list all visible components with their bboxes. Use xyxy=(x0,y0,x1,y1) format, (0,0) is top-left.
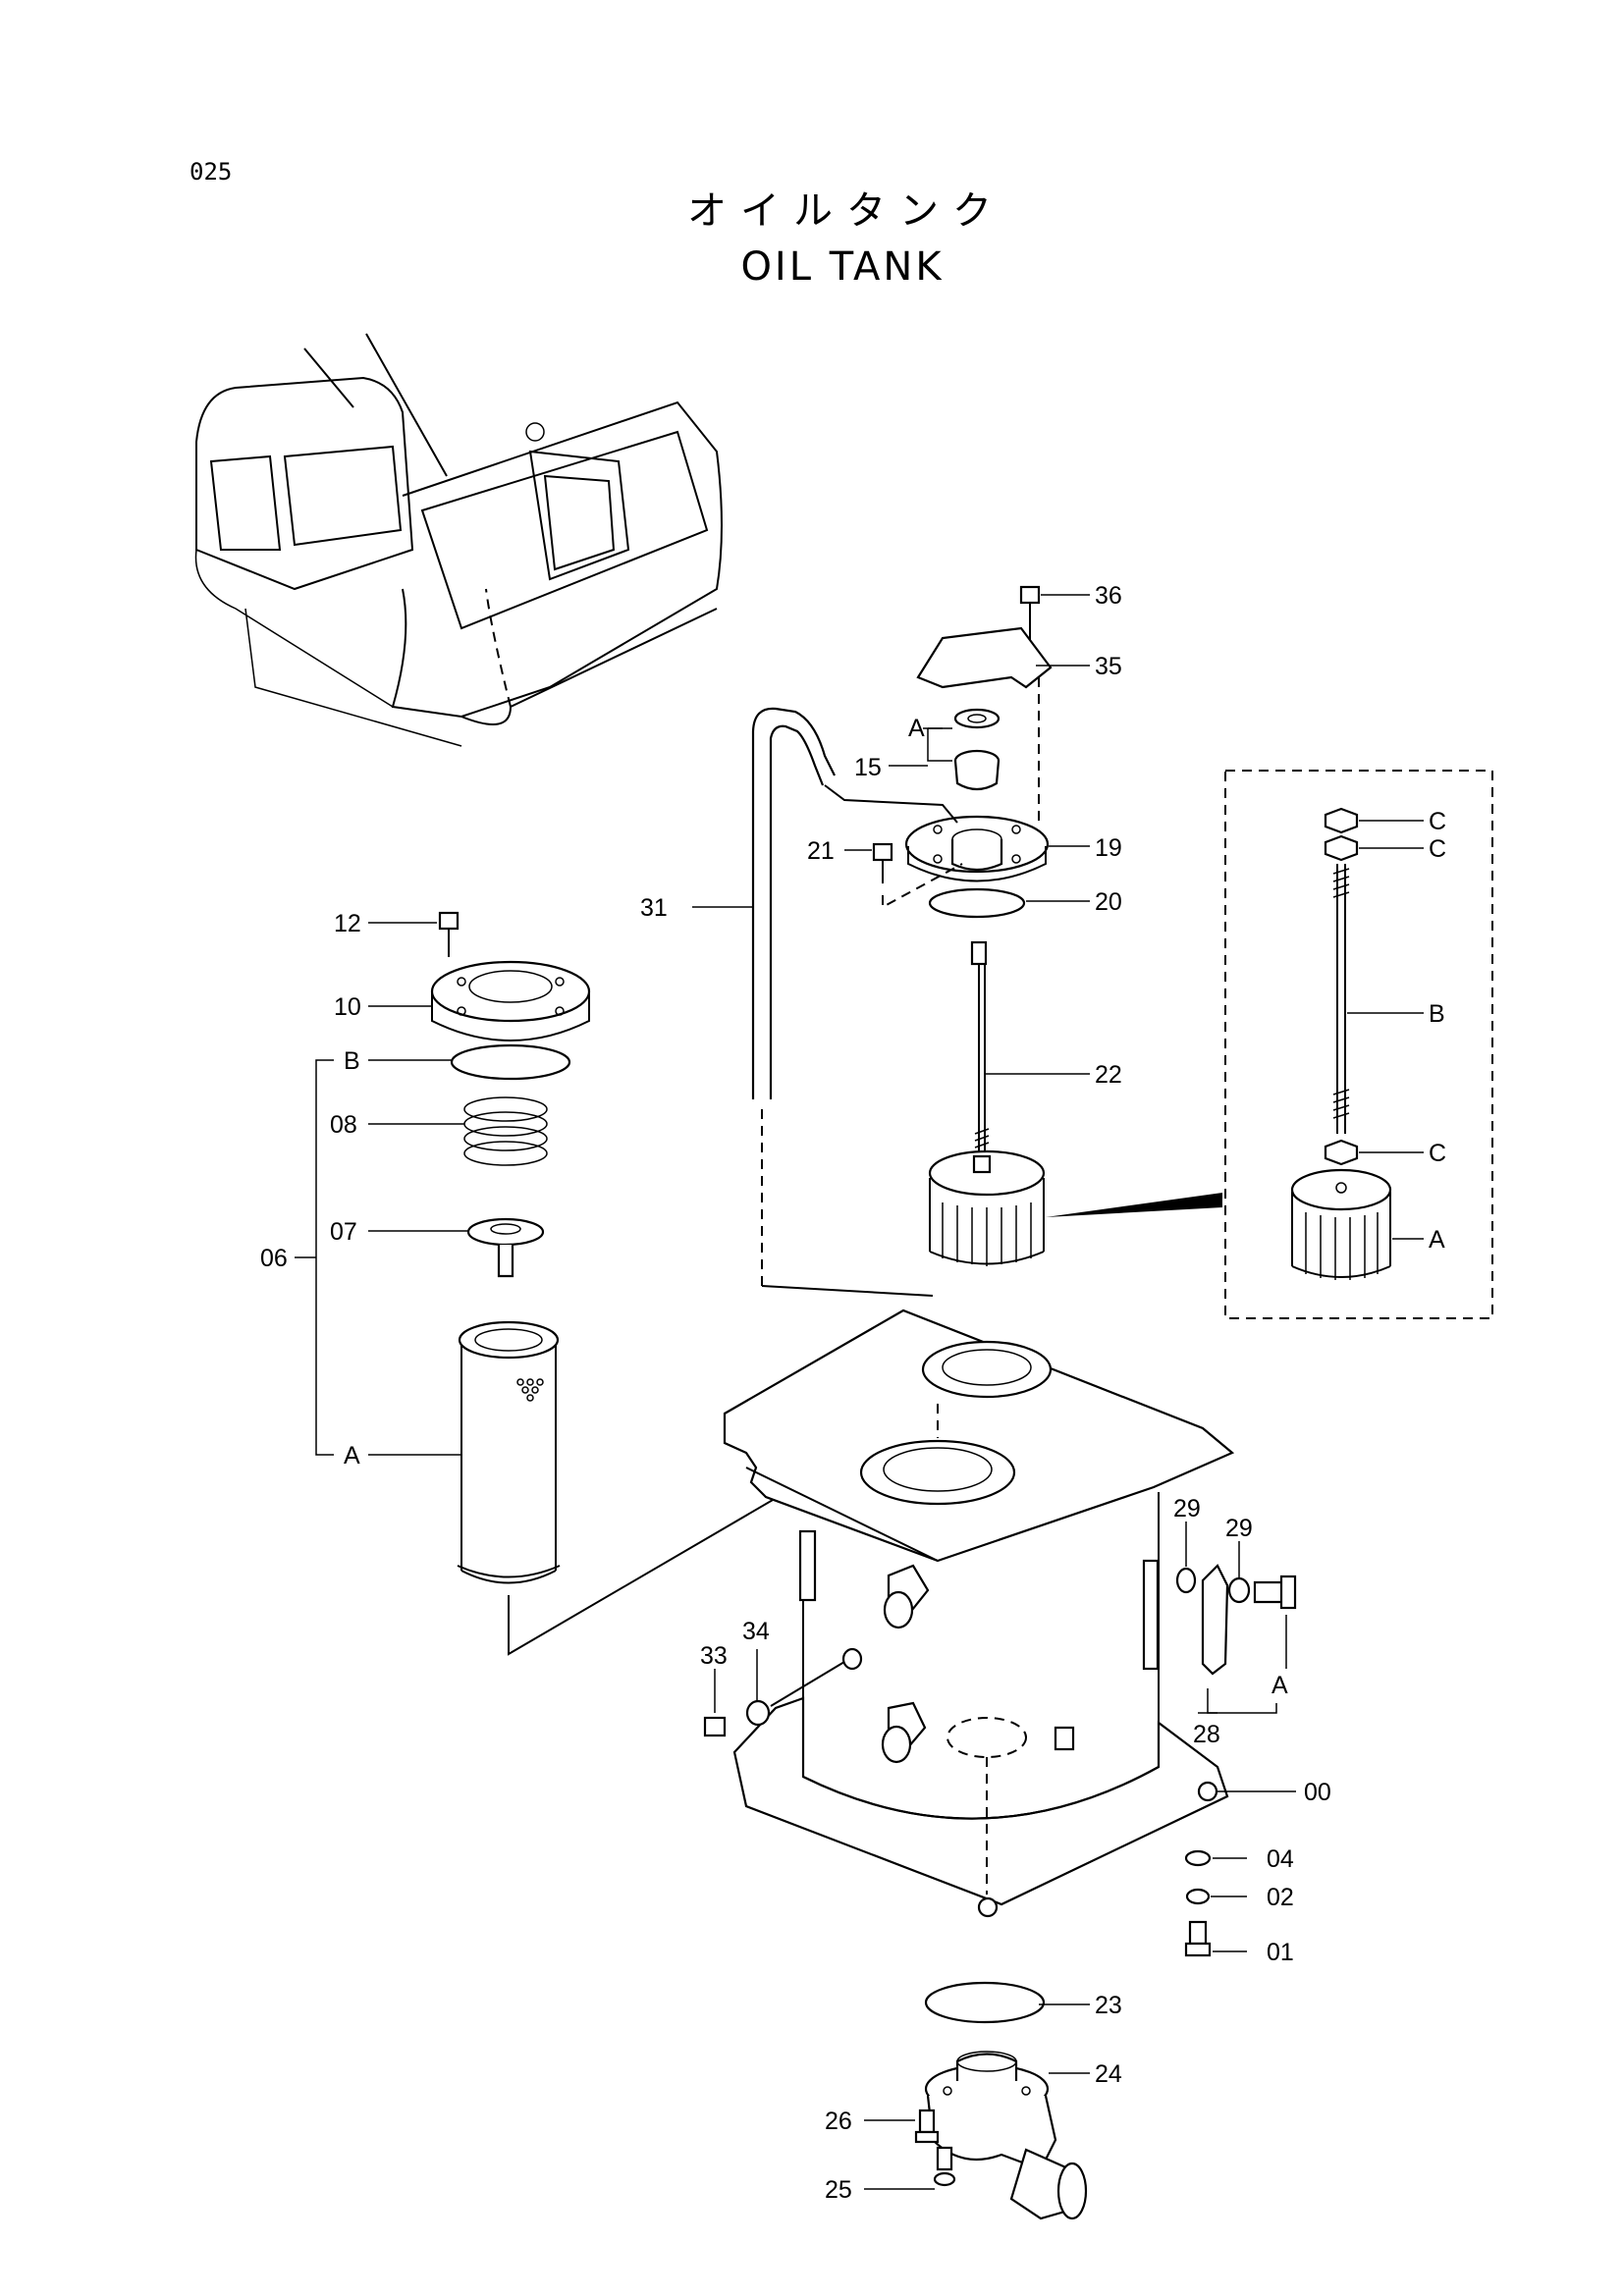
page-number: 025 xyxy=(189,158,232,186)
callout-29-left: 29 xyxy=(1173,1495,1201,1522)
callout-labels: 36 35 A 15 21 19 20 31 12 10 B 08 07 06 … xyxy=(260,582,1446,2204)
callout-20: 20 xyxy=(1095,888,1122,916)
callout-06: 06 xyxy=(260,1245,288,1272)
callout-b-rod: B xyxy=(1429,1000,1445,1028)
callout-a-washer: A xyxy=(908,715,925,742)
strainer-detail-inset xyxy=(1224,770,1493,1319)
callout-08: 08 xyxy=(330,1111,357,1139)
callout-35: 35 xyxy=(1095,653,1122,680)
callout-12: 12 xyxy=(334,910,361,937)
title-japanese: オイルタンク xyxy=(687,188,1005,234)
callout-c-nut-3: C xyxy=(1429,1140,1446,1167)
return-filter-assembly xyxy=(295,911,939,1656)
callout-a-element: A xyxy=(344,1442,360,1469)
callout-00: 00 xyxy=(1304,1779,1331,1806)
callout-19: 19 xyxy=(1095,834,1122,862)
callout-b-oring: B xyxy=(344,1047,360,1075)
suction-elbow-assembly xyxy=(864,1981,1090,2220)
title-english: OIL TANK xyxy=(740,244,944,290)
excavator-locator-illustration xyxy=(194,333,723,747)
callout-21: 21 xyxy=(807,837,835,865)
callout-28: 28 xyxy=(1193,1721,1220,1748)
callout-29-right: 29 xyxy=(1225,1515,1253,1542)
callout-23: 23 xyxy=(1095,1992,1122,2019)
callout-02: 02 xyxy=(1267,1884,1294,1911)
breather-hose xyxy=(692,707,958,1297)
callout-c-nut-2: C xyxy=(1429,835,1446,863)
callout-a-strainer: A xyxy=(1429,1226,1445,1254)
callout-07: 07 xyxy=(330,1218,357,1246)
left-side-hardware xyxy=(703,1647,863,1737)
callout-34: 34 xyxy=(742,1618,770,1645)
breather-assembly xyxy=(844,585,1090,919)
callout-22: 22 xyxy=(1095,1061,1122,1089)
callout-26: 26 xyxy=(825,2108,852,2135)
right-side-hardware xyxy=(1175,1522,1297,1957)
callout-24: 24 xyxy=(1095,2060,1122,2088)
callout-01: 01 xyxy=(1267,1939,1294,1966)
callout-36: 36 xyxy=(1095,582,1122,610)
callout-33: 33 xyxy=(700,1642,728,1670)
callout-a-bolt: A xyxy=(1271,1672,1288,1699)
callout-15: 15 xyxy=(854,754,882,781)
callout-04: 04 xyxy=(1267,1845,1294,1873)
callout-c-nut-1: C xyxy=(1429,808,1446,835)
callout-10: 10 xyxy=(334,993,361,1021)
oil-tank-body xyxy=(723,1308,1235,1918)
callout-31: 31 xyxy=(640,894,668,922)
suction-strainer-assembly xyxy=(928,940,1222,1266)
callout-25: 25 xyxy=(825,2176,852,2204)
